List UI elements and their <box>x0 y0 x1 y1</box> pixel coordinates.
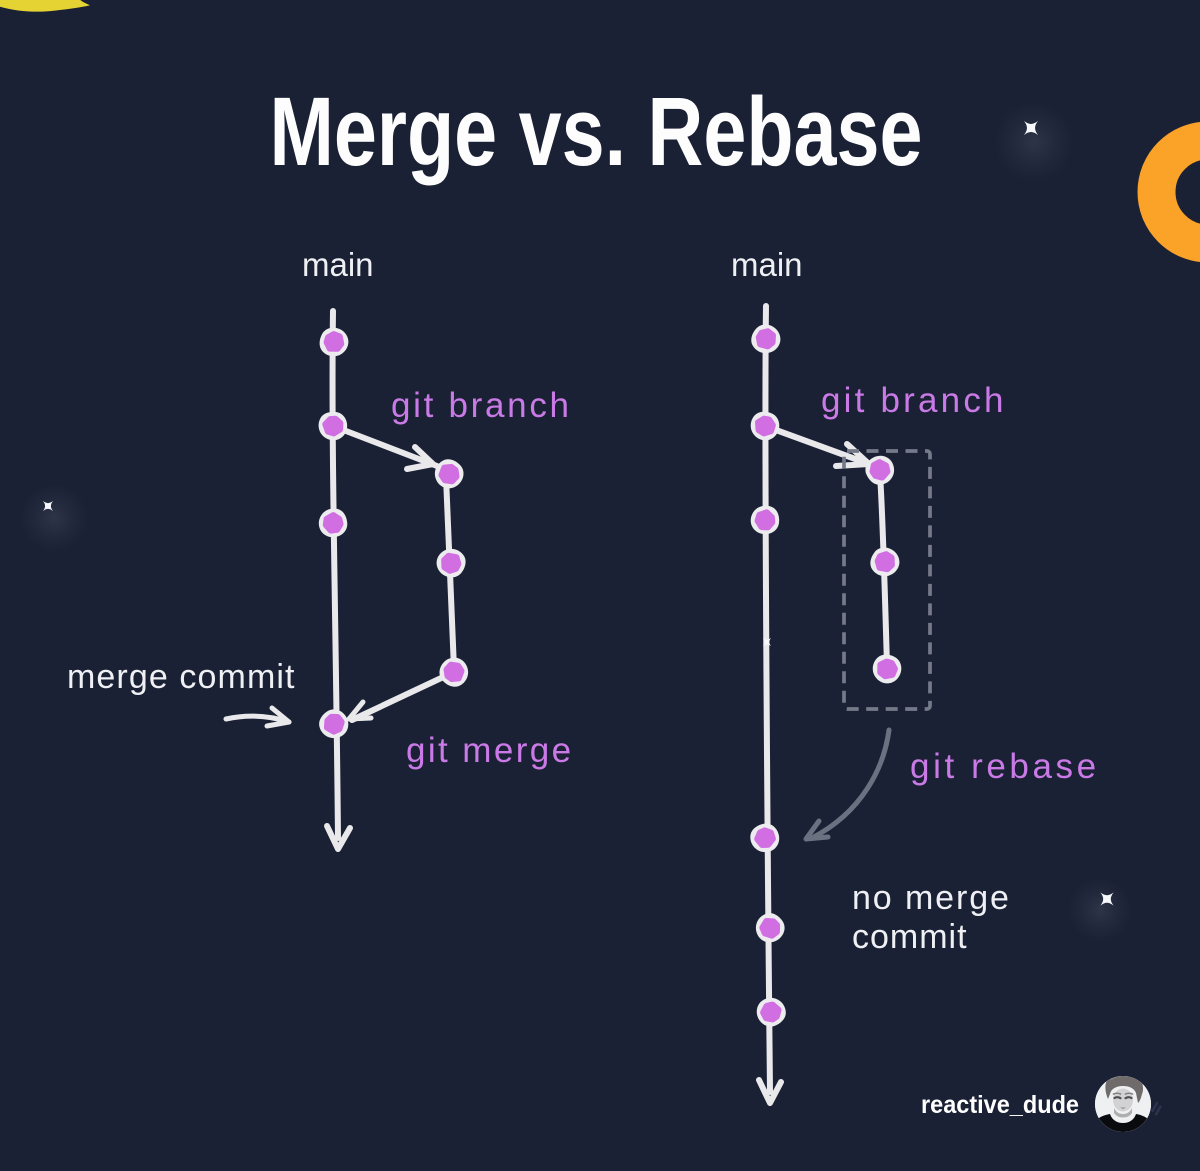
svg-text:main: main <box>302 246 374 283</box>
svg-text:git branch: git branch <box>391 386 572 425</box>
svg-text:git branch: git branch <box>821 381 1007 420</box>
svg-text:git rebase: git rebase <box>910 747 1100 786</box>
svg-text:git merge: git merge <box>406 731 574 770</box>
svg-text:no merge: no merge <box>852 879 1011 917</box>
svg-text:main: main <box>731 246 803 283</box>
svg-text:commit: commit <box>852 918 968 956</box>
svg-text:reactive_dude: reactive_dude <box>921 1091 1079 1119</box>
svg-text:Merge vs. Rebase: Merge vs. Rebase <box>269 78 922 186</box>
svg-text:merge commit: merge commit <box>67 658 296 696</box>
